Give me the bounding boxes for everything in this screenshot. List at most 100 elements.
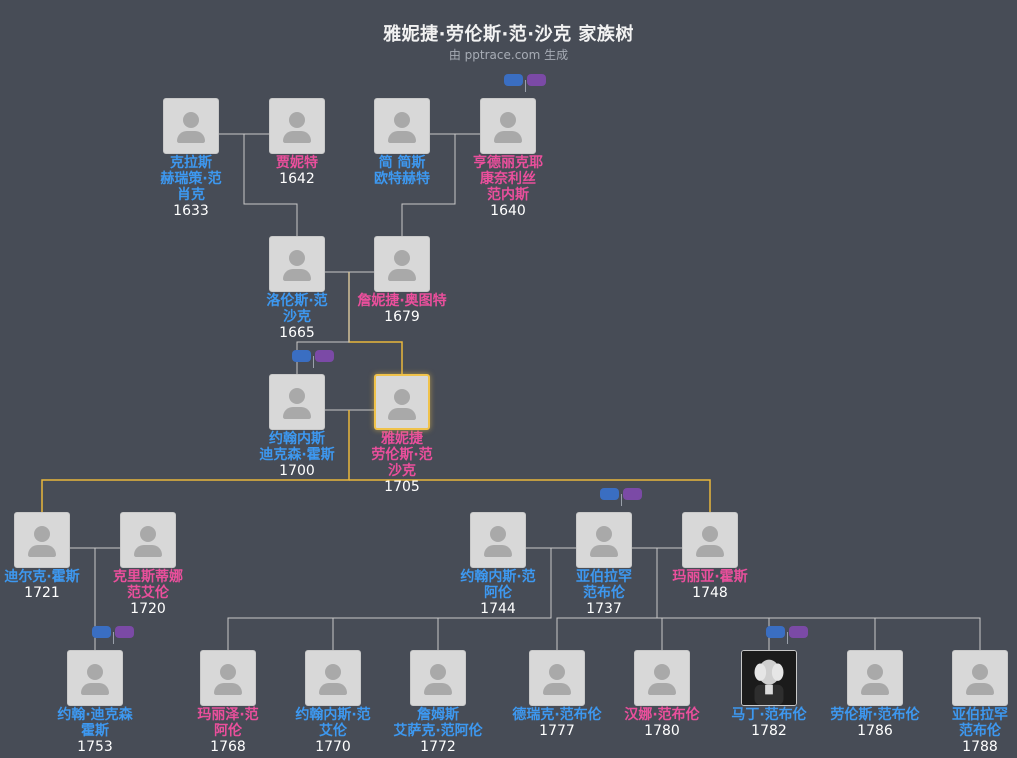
person-birth-year: 1679 (384, 309, 420, 325)
person-name: 约翰内斯·范艾伦 (295, 707, 371, 739)
portrait-photo[interactable] (741, 650, 797, 706)
expand-descendants-button[interactable] (115, 626, 134, 638)
avatar-body (283, 269, 311, 281)
person-birth-year: 1772 (420, 739, 456, 755)
person-birth-year: 1782 (751, 723, 787, 739)
person-name: 克里斯蒂娜范艾伦 (113, 569, 183, 601)
expand-descendants-button[interactable] (315, 350, 334, 362)
person-name: 玛丽亚·霍斯 (672, 569, 748, 585)
avatar-placeholder-icon[interactable] (120, 512, 176, 568)
descent-line (401, 134, 456, 236)
avatar-placeholder-icon[interactable] (529, 650, 585, 706)
expand-toggle[interactable] (504, 74, 548, 92)
avatar-body (543, 683, 571, 695)
descent-line (657, 617, 981, 650)
avatar-placeholder-icon[interactable] (305, 650, 361, 706)
avatar-placeholder-icon[interactable] (374, 98, 430, 154)
avatar-placeholder-icon[interactable] (410, 650, 466, 706)
avatar-placeholder-icon[interactable] (480, 98, 536, 154)
toggle-connector (621, 494, 622, 506)
avatar-placeholder-icon[interactable] (163, 98, 219, 154)
expand-ancestors-button[interactable] (600, 488, 619, 500)
avatar-placeholder-icon[interactable] (374, 374, 430, 430)
expand-descendants-button[interactable] (527, 74, 546, 86)
avatar-body (696, 545, 724, 557)
avatar-head (220, 664, 236, 680)
expand-descendants-button[interactable] (623, 488, 642, 500)
expand-toggle[interactable] (600, 488, 644, 506)
person-name: 贾妮特 (276, 155, 318, 171)
expand-toggle[interactable] (92, 626, 136, 644)
avatar-placeholder-icon[interactable] (269, 374, 325, 430)
person-birth-year: 1780 (644, 723, 680, 739)
avatar-placeholder-icon[interactable] (576, 512, 632, 568)
person-name: 亨德丽克耶康奈利丝范内斯 (473, 155, 543, 203)
page-subtitle: 由 pptrace.com 生成 (448, 48, 569, 62)
avatar-placeholder-icon[interactable] (470, 512, 526, 568)
expand-toggle[interactable] (292, 350, 336, 368)
descent-line (243, 134, 298, 236)
avatar-placeholder-icon[interactable] (952, 650, 1008, 706)
expand-ancestors-button[interactable] (92, 626, 111, 638)
person-name: 克拉斯赫瑞策·范肖克 (160, 155, 222, 203)
person-birth-year: 1642 (279, 171, 315, 187)
avatar-placeholder-icon[interactable] (14, 512, 70, 568)
avatar-placeholder-icon[interactable] (374, 236, 430, 292)
avatar-body (28, 545, 56, 557)
expand-ancestors-button[interactable] (766, 626, 785, 638)
avatar-placeholder-icon[interactable] (847, 650, 903, 706)
person-name: 雅妮捷劳伦斯·范沙克 (371, 431, 433, 479)
avatar-head (183, 112, 199, 128)
person-birth-year: 1748 (692, 585, 728, 601)
avatar-body (424, 683, 452, 695)
avatar-placeholder-icon[interactable] (269, 98, 325, 154)
person-name: 劳伦斯·范布伦 (830, 707, 920, 723)
avatar-body (177, 131, 205, 143)
expand-descendants-button[interactable] (789, 626, 808, 638)
avatar-body (494, 131, 522, 143)
avatar-placeholder-icon[interactable] (682, 512, 738, 568)
person-birth-year: 1705 (384, 479, 420, 495)
avatar-placeholder-icon[interactable] (634, 650, 690, 706)
descent-line-highlight (349, 479, 711, 512)
expand-ancestors-button[interactable] (504, 74, 523, 86)
avatar-head (972, 664, 988, 680)
person-card[interactable]: 简 简斯欧特赫特 (344, 98, 460, 187)
avatar-head (867, 664, 883, 680)
person-birth-year: 1640 (490, 203, 526, 219)
avatar-head (394, 389, 410, 405)
avatar-placeholder-icon[interactable] (200, 650, 256, 706)
expand-toggle[interactable] (766, 626, 810, 644)
person-name: 玛丽泽·范阿伦 (197, 707, 259, 739)
person-birth-year: 1700 (279, 463, 315, 479)
avatar-placeholder-icon[interactable] (269, 236, 325, 292)
avatar-head (490, 526, 506, 542)
person-name: 詹妮捷·奥图特 (357, 293, 447, 309)
person-name: 约翰内斯迪克森·霍斯 (259, 431, 335, 463)
avatar-body (388, 269, 416, 281)
toggle-connector (313, 356, 314, 368)
avatar-placeholder-icon[interactable] (67, 650, 123, 706)
expand-ancestors-button[interactable] (292, 350, 311, 362)
